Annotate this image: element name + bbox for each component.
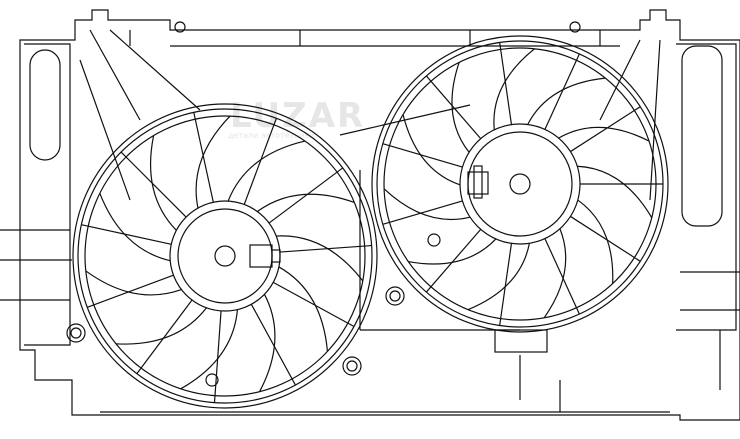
- fan-blade: [577, 165, 653, 218]
- fan-guard-spoke: [425, 75, 482, 140]
- right-fan: [371, 35, 669, 333]
- fan-blade: [259, 294, 276, 392]
- fan-blade: [149, 135, 177, 231]
- fan-guard-spoke: [136, 299, 193, 375]
- fan-blade: [195, 115, 231, 209]
- fan-guard-spoke: [499, 243, 513, 326]
- fan-shaft: [214, 245, 236, 267]
- fan-blade: [278, 266, 329, 352]
- fan-guard-ring: [84, 115, 366, 397]
- fan-guard-spoke: [87, 274, 174, 308]
- fan-blade: [558, 126, 650, 142]
- fan-guard-spoke: [499, 42, 513, 125]
- left-fan: [72, 103, 378, 409]
- fan-outer-ring-inner: [77, 108, 373, 404]
- fan-guard-spoke: [268, 167, 344, 224]
- fan-blade: [99, 193, 171, 262]
- fan-blade: [115, 307, 207, 345]
- fan-blade: [493, 48, 535, 130]
- fan-guard-spoke: [279, 244, 372, 253]
- fan-guard-spoke: [120, 151, 187, 218]
- fan-blade: [227, 140, 306, 202]
- fan-blade: [402, 114, 461, 186]
- fan-guard-spoke: [243, 118, 277, 205]
- fan-motor-hub-inner: [467, 131, 573, 237]
- connectors: [249, 165, 489, 268]
- fan-blade: [383, 188, 471, 221]
- shroud-frame: [0, 9, 740, 421]
- fan-guard-spoke: [81, 224, 172, 245]
- fan-outer-ring: [72, 103, 378, 409]
- fan-guard-spoke: [382, 200, 463, 225]
- fan-blade: [256, 193, 355, 212]
- fan-guard-spoke: [570, 215, 641, 262]
- fan-guard-spoke: [544, 238, 580, 315]
- fan-guard-spoke: [213, 310, 222, 403]
- fan-blade: [467, 243, 530, 311]
- fan-blade: [276, 235, 364, 282]
- mount-grommets: [66, 233, 441, 387]
- fan-outer-ring: [371, 35, 669, 333]
- fan-blade: [85, 270, 182, 296]
- fan-blade: [543, 228, 567, 319]
- fan-guard-spoke: [382, 143, 463, 168]
- fan-blade: [180, 309, 239, 390]
- fan-blade: [527, 77, 606, 125]
- fan-shaft: [509, 173, 531, 195]
- fan-guard-spoke: [544, 53, 580, 130]
- fan-blade: [577, 199, 614, 284]
- fan-guard-spoke: [193, 112, 214, 203]
- fan-guard-spoke: [570, 106, 641, 153]
- fan-motor-hub-inner: [177, 208, 273, 304]
- fan-motor-hub: [169, 200, 281, 312]
- fan-guard-spoke: [272, 281, 355, 328]
- fan-guard-spoke: [425, 228, 482, 293]
- fan-blade: [451, 62, 470, 153]
- fan-motor-hub: [459, 123, 581, 245]
- fan-blade: [408, 238, 497, 265]
- fan-guard-spoke: [250, 303, 296, 386]
